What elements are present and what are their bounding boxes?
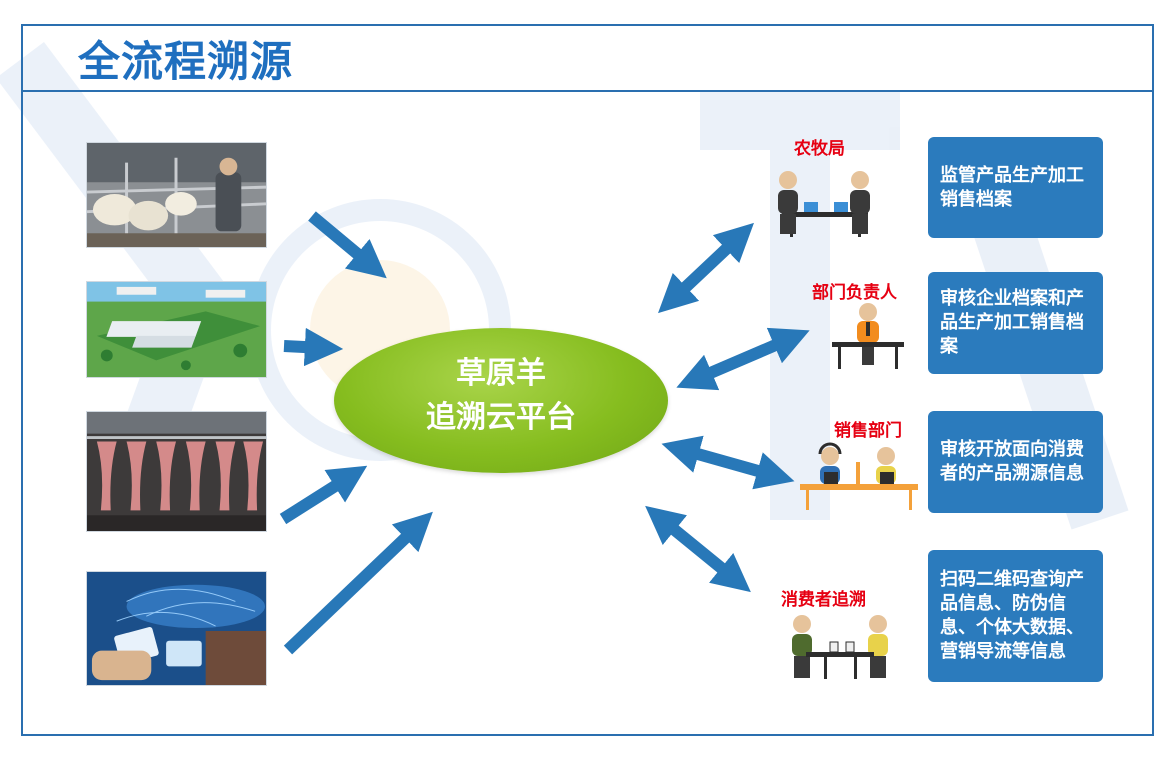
consumers-dining-icon <box>792 615 888 679</box>
role-label-agriculture-bureau: 农牧局 <box>794 139 845 159</box>
info-box-sales-department: 审核开放面向消费者的产品溯源信息 <box>928 411 1103 513</box>
title-bar <box>21 24 1154 92</box>
info-text-department-head: 审核企业档案和产品生产加工销售档案 <box>940 288 1084 357</box>
manager-at-desk-icon <box>832 303 904 369</box>
info-text-sales-department: 审核开放面向消费者的产品溯源信息 <box>940 439 1084 484</box>
photo-sheep-farming <box>86 142 267 248</box>
role-label-department-head: 部门负责人 <box>812 283 897 303</box>
traceability-platform-hub <box>334 328 668 473</box>
hub-line-1: 草原羊 <box>456 356 546 391</box>
arrow-farm-to-hub <box>308 211 387 279</box>
photo-ranch-aerial <box>86 281 267 378</box>
info-text-agriculture-bureau: 监管产品生产加工销售档案 <box>940 164 1084 210</box>
info-box-department-head: 审核企业档案和产品生产加工销售档案 <box>928 272 1103 374</box>
role-label-consumer: 消费者追溯 <box>781 590 866 610</box>
arrow-ranch-to-hub <box>283 327 344 367</box>
sales-team-desk-icon <box>800 442 918 510</box>
arrow-hub-department-head <box>676 327 810 391</box>
arrow-hub-sales <box>661 435 795 490</box>
meeting-two-people-icon <box>778 171 870 237</box>
info-box-consumer: 扫码二维码查询产品信息、防伪信息、个体大数据、营销导流等信息 <box>928 550 1103 682</box>
info-text-consumer: 扫码二维码查询产品信息、防伪信息、个体大数据、营销导流等信息 <box>940 569 1084 662</box>
hub-label: 草原羊 追溯云平台 <box>334 352 668 440</box>
photo-digital-network <box>86 571 267 686</box>
page-title: 全流程溯源 <box>78 37 294 86</box>
hub-line-2: 追溯云平台 <box>426 400 576 435</box>
arrow-processing-to-hub <box>279 465 368 525</box>
arrow-hub-agriculture <box>658 222 754 314</box>
content-frame <box>21 24 1154 736</box>
arrow-hub-consumer <box>645 505 751 593</box>
arrow-network-to-hub <box>283 511 433 655</box>
role-label-sales-department: 销售部门 <box>834 421 902 441</box>
photo-meat-processing <box>86 411 267 532</box>
info-box-agriculture-bureau: 监管产品生产加工销售档案 <box>928 137 1103 238</box>
